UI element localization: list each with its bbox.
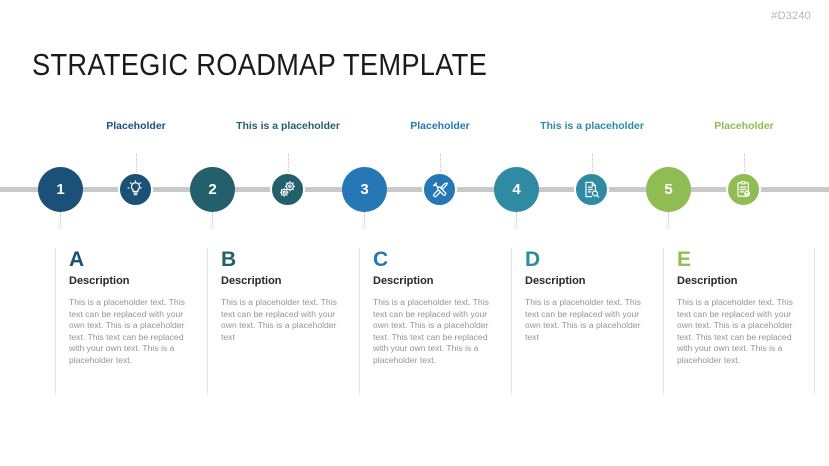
description-columns: A Description This is a placeholder text… (0, 249, 829, 394)
timeline-step-1-number: 1 (56, 181, 65, 198)
step-1-stem (60, 212, 62, 228)
description-column-e: E Description This is a placeholder text… (663, 249, 815, 394)
timeline-step-1[interactable]: 1 (38, 167, 83, 212)
timeline-step-5[interactable]: 5 (646, 167, 691, 212)
timeline-step-4-number: 4 (512, 181, 521, 198)
page-title: STRATEGIC ROADMAP TEMPLATE (32, 46, 488, 82)
step-2-stem (212, 212, 214, 228)
column-e-letter: E (677, 248, 692, 271)
timeline-rail (0, 187, 829, 192)
milestone-4-node[interactable] (574, 172, 609, 207)
timeline-step-4[interactable]: 4 (494, 167, 539, 212)
clipboard-check-icon (734, 180, 753, 199)
step-4-stem (516, 212, 518, 228)
milestone-1-label: Placeholder (106, 120, 166, 132)
milestone-2-stem (288, 154, 290, 172)
column-d-body: This is a placeholder text. This text ca… (525, 297, 641, 342)
column-e-heading: Description (677, 275, 738, 287)
column-a-heading: Description (69, 275, 130, 287)
timeline-step-2-number: 2 (208, 181, 217, 198)
lightbulb-icon (126, 180, 145, 199)
column-d-heading: Description (525, 275, 586, 287)
description-column-b: B Description This is a placeholder text… (207, 249, 359, 394)
description-column-c: C Description This is a placeholder text… (359, 249, 511, 394)
column-b-body: This is a placeholder text. This text ca… (221, 297, 337, 342)
timeline-step-5-number: 5 (664, 181, 673, 198)
timeline-step-2[interactable]: 2 (190, 167, 235, 212)
step-5-stem (668, 212, 670, 228)
milestone-3-node[interactable] (422, 172, 457, 207)
column-b-heading: Description (221, 275, 282, 287)
description-column-a: A Description This is a placeholder text… (55, 249, 207, 394)
column-a-body: This is a placeholder text. This text ca… (69, 297, 185, 365)
column-d-letter: D (525, 248, 541, 271)
milestone-3-stem (440, 154, 442, 172)
column-b-letter: B (221, 248, 237, 271)
milestone-1-stem (136, 154, 138, 172)
milestone-5-stem (744, 154, 746, 172)
timeline-step-3[interactable]: 3 (342, 167, 387, 212)
slide-code: #D3240 (771, 10, 811, 22)
column-c-heading: Description (373, 275, 434, 287)
tools-icon (430, 180, 450, 200)
milestone-4-stem (592, 154, 594, 172)
gears-icon (277, 179, 298, 200)
column-c-body: This is a placeholder text. This text ca… (373, 297, 489, 365)
roadmap-timeline: 1 2 3 4 5 Placeholder This is a placehol… (0, 120, 829, 228)
milestone-1-node[interactable] (118, 172, 153, 207)
timeline-step-3-number: 3 (360, 181, 369, 198)
milestone-2-node[interactable] (270, 172, 305, 207)
milestone-5-node[interactable] (726, 172, 761, 207)
milestone-5-label: Placeholder (714, 120, 774, 132)
milestone-2-label: This is a placeholder (236, 120, 340, 132)
step-3-stem (364, 212, 366, 228)
column-a-letter: A (69, 248, 85, 271)
milestone-3-label: Placeholder (410, 120, 470, 132)
column-c-letter: C (373, 248, 389, 271)
column-e-body: This is a placeholder text. This text ca… (677, 297, 793, 365)
milestone-4-label: This is a placeholder (540, 120, 644, 132)
document-search-icon (582, 180, 601, 199)
description-column-d: D Description This is a placeholder text… (511, 249, 663, 394)
